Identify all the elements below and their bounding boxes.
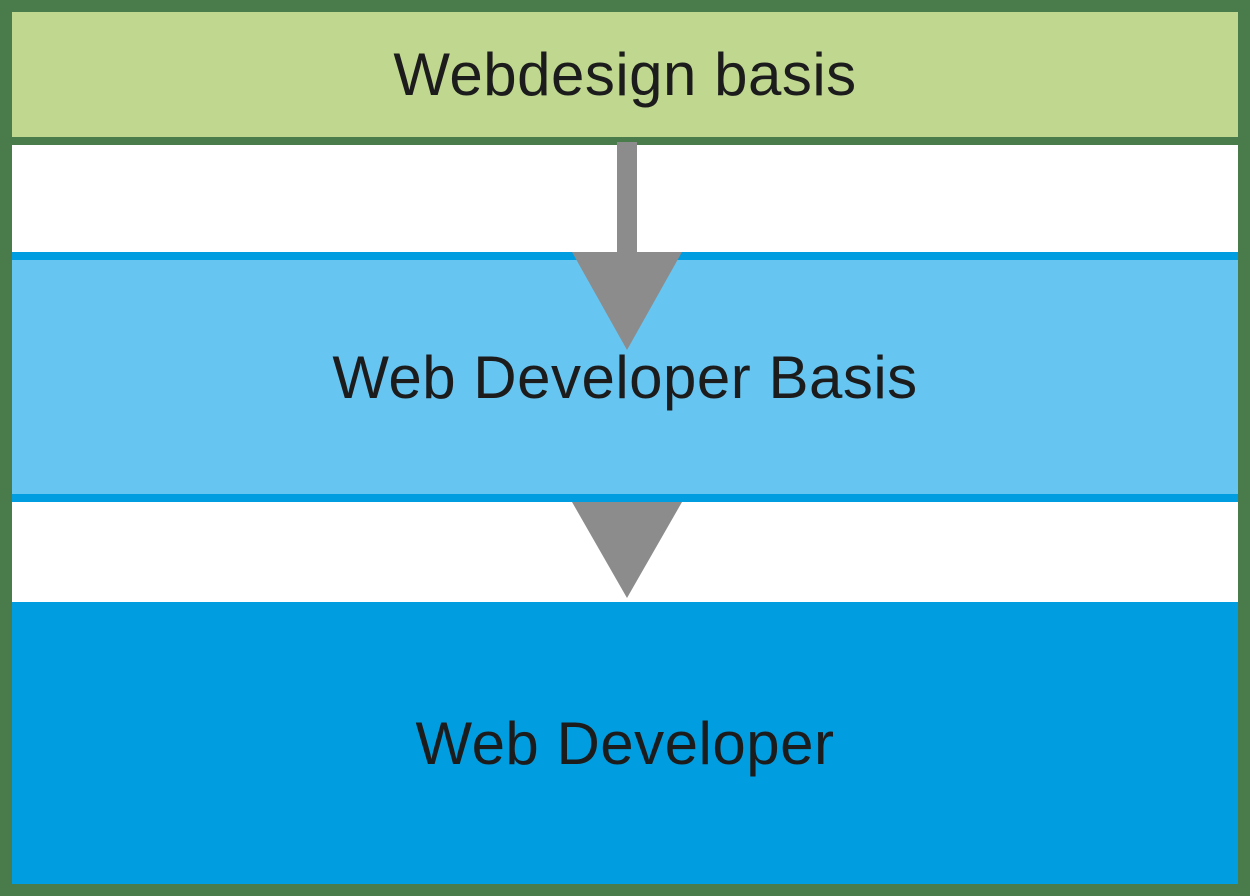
stage-divider bbox=[12, 137, 1238, 145]
stage-label: Web Developer bbox=[415, 709, 835, 777]
stage-label: Webdesign basis bbox=[393, 41, 857, 108]
stage-web-developer: Web Developer bbox=[12, 602, 1238, 884]
diagram-canvas: Webdesign basis Web Developer Basis Web … bbox=[12, 12, 1238, 884]
stage-webdesign-basis: Webdesign basis bbox=[12, 12, 1238, 137]
stage-web-developer-basis: Web Developer Basis bbox=[12, 252, 1238, 502]
arrow-down-icon bbox=[572, 502, 682, 598]
stage-label: Web Developer Basis bbox=[332, 343, 918, 411]
